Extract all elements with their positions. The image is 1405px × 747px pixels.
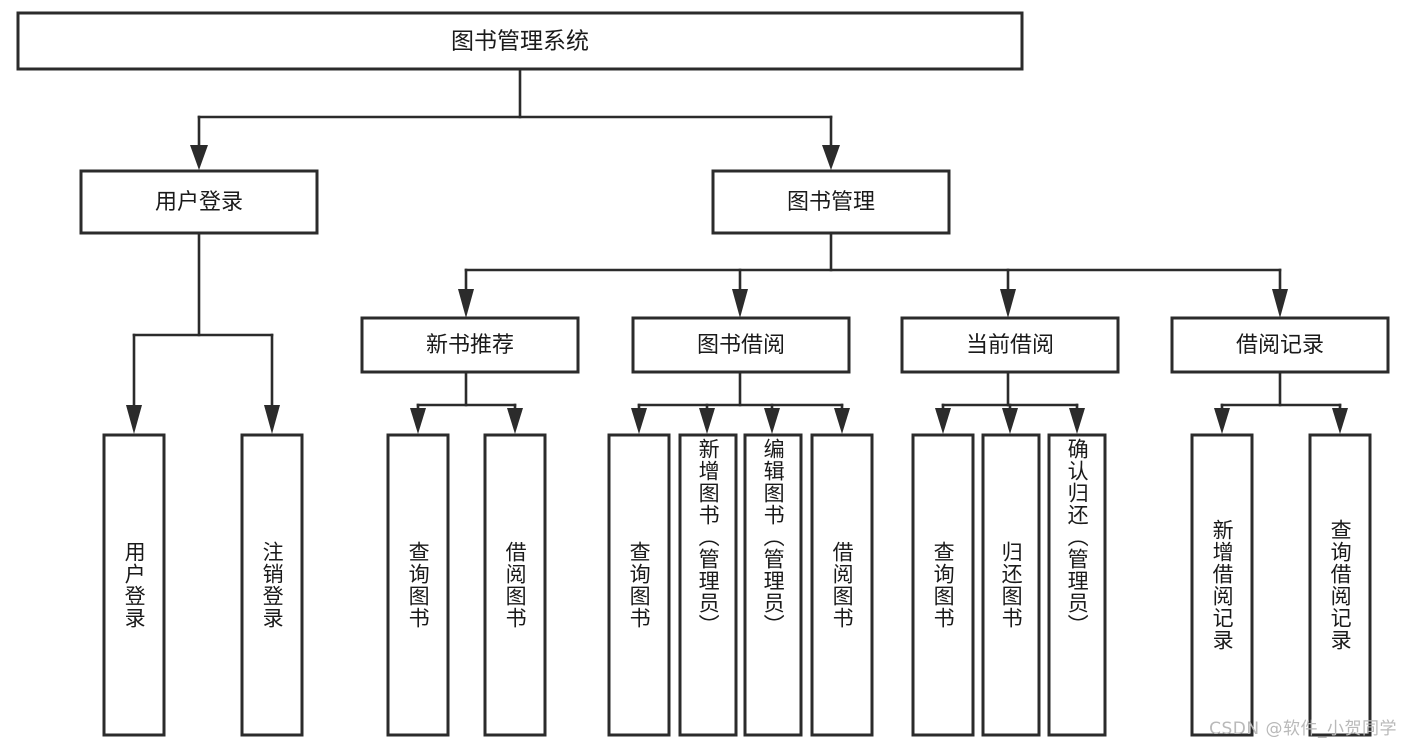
arrow-root-to-book-mgmt	[822, 145, 840, 170]
leaf-boxes-group	[102, 433, 1372, 737]
arrow-userlogin-c1	[126, 405, 142, 434]
leaf-box-borrow-2[interactable]	[678, 433, 738, 737]
node-borrow-record[interactable]: 借阅记录	[1170, 316, 1390, 374]
arrow-bookmgmt-c2	[732, 289, 748, 318]
node-new-book-recommend-box[interactable]	[360, 316, 580, 374]
node-new-book-recommend[interactable]: 新书推荐	[360, 316, 580, 374]
arrow-current-c1	[935, 408, 951, 434]
arrow-borrow-c2	[699, 408, 715, 434]
leaf-box-user-login-2[interactable]	[240, 433, 304, 737]
leaf-box-borrow-3[interactable]	[743, 433, 803, 737]
arrow-current-c3	[1069, 408, 1085, 434]
leaf-box-borrow-4[interactable]	[810, 433, 874, 737]
node-user-login-label: 用户登录	[155, 190, 243, 215]
node-current-borrow-label: 当前借阅	[966, 333, 1054, 358]
arrow-borrow-c3	[764, 408, 780, 434]
node-root-box[interactable]	[16, 11, 1024, 71]
node-borrow-record-label: 借阅记录	[1236, 333, 1324, 358]
arrow-borrow-c4	[834, 408, 850, 434]
node-new-book-recommend-label: 新书推荐	[426, 333, 514, 358]
arrow-current-c2	[1002, 408, 1018, 434]
node-root-label: 图书管理系统	[451, 29, 589, 55]
node-book-management-label: 图书管理	[787, 190, 875, 215]
node-book-borrow-label: 图书借阅	[697, 333, 785, 358]
arrow-newbook-c2	[507, 408, 523, 434]
arrow-borrow-c1	[631, 408, 647, 434]
arrow-bookmgmt-c3	[1000, 289, 1016, 318]
node-current-borrow-box[interactable]	[900, 316, 1120, 374]
leaf-box-record-1[interactable]	[1190, 433, 1254, 737]
node-root-system[interactable]: 图书管理系统	[16, 11, 1024, 71]
arrow-bookmgmt-c1	[458, 289, 474, 318]
connector-group	[126, 67, 1348, 434]
node-book-management-box[interactable]	[711, 169, 951, 235]
leaf-box-current-3[interactable]	[1047, 433, 1107, 737]
csdn-watermark: CSDN @软件_小贺同学	[1209, 719, 1397, 739]
leaf-box-user-login-1[interactable]	[102, 433, 166, 737]
node-borrow-record-box[interactable]	[1170, 316, 1390, 374]
leaf-box-borrow-1[interactable]	[607, 433, 671, 737]
leaf-box-new-book-2[interactable]	[483, 433, 547, 737]
leaf-box-current-2[interactable]	[981, 433, 1041, 737]
node-book-management[interactable]: 图书管理	[711, 169, 951, 235]
leaf-box-new-book-1[interactable]	[386, 433, 450, 737]
arrow-record-c2	[1332, 408, 1348, 434]
node-current-borrow[interactable]: 当前借阅	[900, 316, 1120, 374]
arrow-root-to-user-login	[190, 145, 208, 170]
node-user-login[interactable]: 用户登录	[79, 169, 319, 235]
node-book-borrow[interactable]: 图书借阅	[631, 316, 851, 374]
arrow-bookmgmt-c4	[1272, 289, 1288, 318]
arrow-record-c1	[1214, 408, 1230, 434]
leaf-box-record-2[interactable]	[1308, 433, 1372, 737]
leaf-box-current-1[interactable]	[911, 433, 975, 737]
arrow-userlogin-c2	[264, 405, 280, 434]
arrow-newbook-c1	[410, 408, 426, 434]
node-book-borrow-box[interactable]	[631, 316, 851, 374]
node-user-login-box[interactable]	[79, 169, 319, 235]
